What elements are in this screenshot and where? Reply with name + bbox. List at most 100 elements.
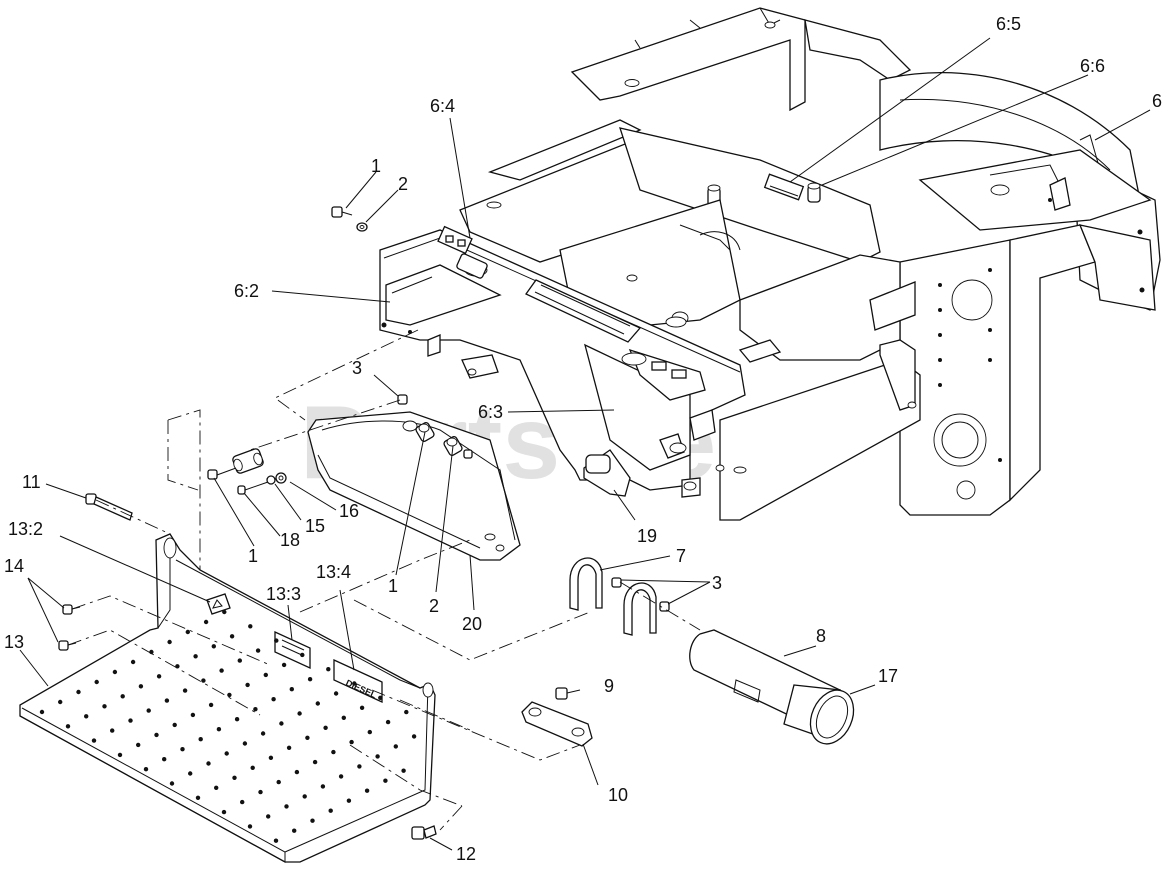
callout-13-4: 13:4	[316, 562, 351, 582]
perforation-hole	[164, 698, 170, 703]
perforation-hole	[245, 682, 250, 688]
callout-10: 10	[608, 785, 628, 805]
callout-12: 12	[456, 844, 476, 864]
perforation-hole	[169, 781, 175, 786]
callout-7: 7	[676, 546, 686, 566]
perforation-hole	[263, 672, 268, 678]
perforation-hole	[180, 747, 185, 752]
perforation-hole	[292, 828, 297, 833]
perforation-hole	[203, 619, 209, 625]
perforation-hole	[331, 749, 336, 755]
callout-18: 18	[280, 530, 300, 550]
callout-3-upper: 3	[352, 358, 362, 378]
perforation-hole	[357, 764, 362, 769]
bolt-1-washer-2	[331, 206, 368, 232]
perforation-hole	[154, 732, 159, 738]
perforation-hole	[307, 677, 313, 682]
nut-3	[397, 394, 408, 405]
perforation-hole	[224, 751, 229, 756]
perforation-hole	[411, 734, 417, 739]
perforation-hole	[172, 722, 177, 728]
perforation-hole	[201, 678, 206, 683]
perforation-hole	[258, 789, 263, 795]
perforation-hole	[320, 784, 326, 789]
perforation-hole	[227, 692, 232, 698]
perforation-hole	[211, 644, 216, 649]
perforation-hole	[128, 718, 133, 723]
perforation-hole	[326, 667, 331, 672]
perforation-hole	[242, 741, 248, 746]
callout-1-mid: 1	[388, 576, 398, 596]
part-19-bracket	[583, 449, 631, 497]
perforation-hole	[219, 668, 224, 673]
perforation-hole	[65, 724, 71, 729]
assembly-center-lines	[67, 329, 701, 831]
perforation-hole	[346, 798, 352, 803]
perforation-hole	[240, 799, 245, 805]
perforation-hole	[214, 785, 219, 790]
perforation-hole	[323, 725, 328, 730]
perforation-hole	[378, 695, 383, 700]
callout-19: 19	[637, 526, 657, 546]
perforation-hole	[94, 679, 99, 685]
callout-14: 14	[4, 556, 24, 576]
perforation-hole	[333, 691, 339, 696]
perforation-hole	[271, 697, 276, 702]
perforation-hole	[274, 638, 279, 643]
perforation-hole	[156, 674, 162, 679]
perforation-hole	[136, 742, 141, 748]
perforation-hole	[229, 634, 235, 639]
perforation-hole	[302, 794, 307, 799]
perforation-hole	[289, 687, 294, 692]
perforation-hole	[248, 624, 253, 629]
callout-1-top: 1	[371, 156, 381, 176]
callout-3-lower: 3	[712, 573, 722, 593]
perforation-hole	[188, 771, 193, 776]
callout-2-mid: 2	[429, 596, 439, 616]
perforation-hole	[102, 704, 107, 709]
callout-11: 11	[22, 472, 41, 492]
perforation-hole	[393, 744, 398, 749]
perforation-hole	[110, 728, 115, 733]
callout-leader-lines	[19, 37, 1151, 851]
perforation-hole	[352, 681, 357, 686]
perforation-hole	[367, 729, 372, 735]
callout-13: 13	[4, 632, 24, 652]
callout-1-left: 1	[248, 546, 258, 566]
callout-17: 17	[878, 666, 898, 686]
callout-6-2: 6:2	[234, 281, 259, 301]
callout-6-5: 6:5	[996, 14, 1021, 34]
part-13-footplate: DIESEL	[19, 533, 436, 863]
perforation-hole	[284, 804, 289, 809]
callout-6-3: 6:3	[478, 402, 503, 422]
perforation-hole	[206, 761, 211, 766]
perforation-hole	[250, 765, 255, 770]
callout-13-2: 13:2	[8, 519, 43, 539]
bolt-12	[411, 825, 437, 840]
callout-15: 15	[305, 516, 325, 536]
footplate-perforations	[39, 609, 417, 843]
callout-6: 6	[1152, 91, 1162, 111]
main-frame	[459, 7, 1161, 521]
perforation-hole	[315, 701, 320, 706]
perforation-hole	[247, 824, 253, 829]
perforation-hole	[84, 714, 89, 719]
perforation-hole	[234, 717, 240, 722]
perforation-hole	[253, 707, 258, 712]
perforation-hole	[328, 808, 333, 813]
perforation-hole	[359, 705, 365, 710]
perforation-hole	[276, 779, 281, 785]
perforation-hole	[310, 818, 315, 823]
perforation-hole	[312, 759, 318, 765]
perforation-hole	[190, 712, 196, 718]
callout-16: 16	[339, 501, 359, 521]
part-10-link	[521, 687, 593, 747]
perforation-hole	[273, 838, 279, 843]
perforation-hole	[117, 752, 123, 758]
perforation-hole	[305, 735, 310, 740]
perforation-hole	[167, 639, 172, 645]
perforation-hole	[294, 769, 300, 775]
perforation-hole	[279, 721, 284, 726]
perforation-hole	[300, 652, 305, 658]
